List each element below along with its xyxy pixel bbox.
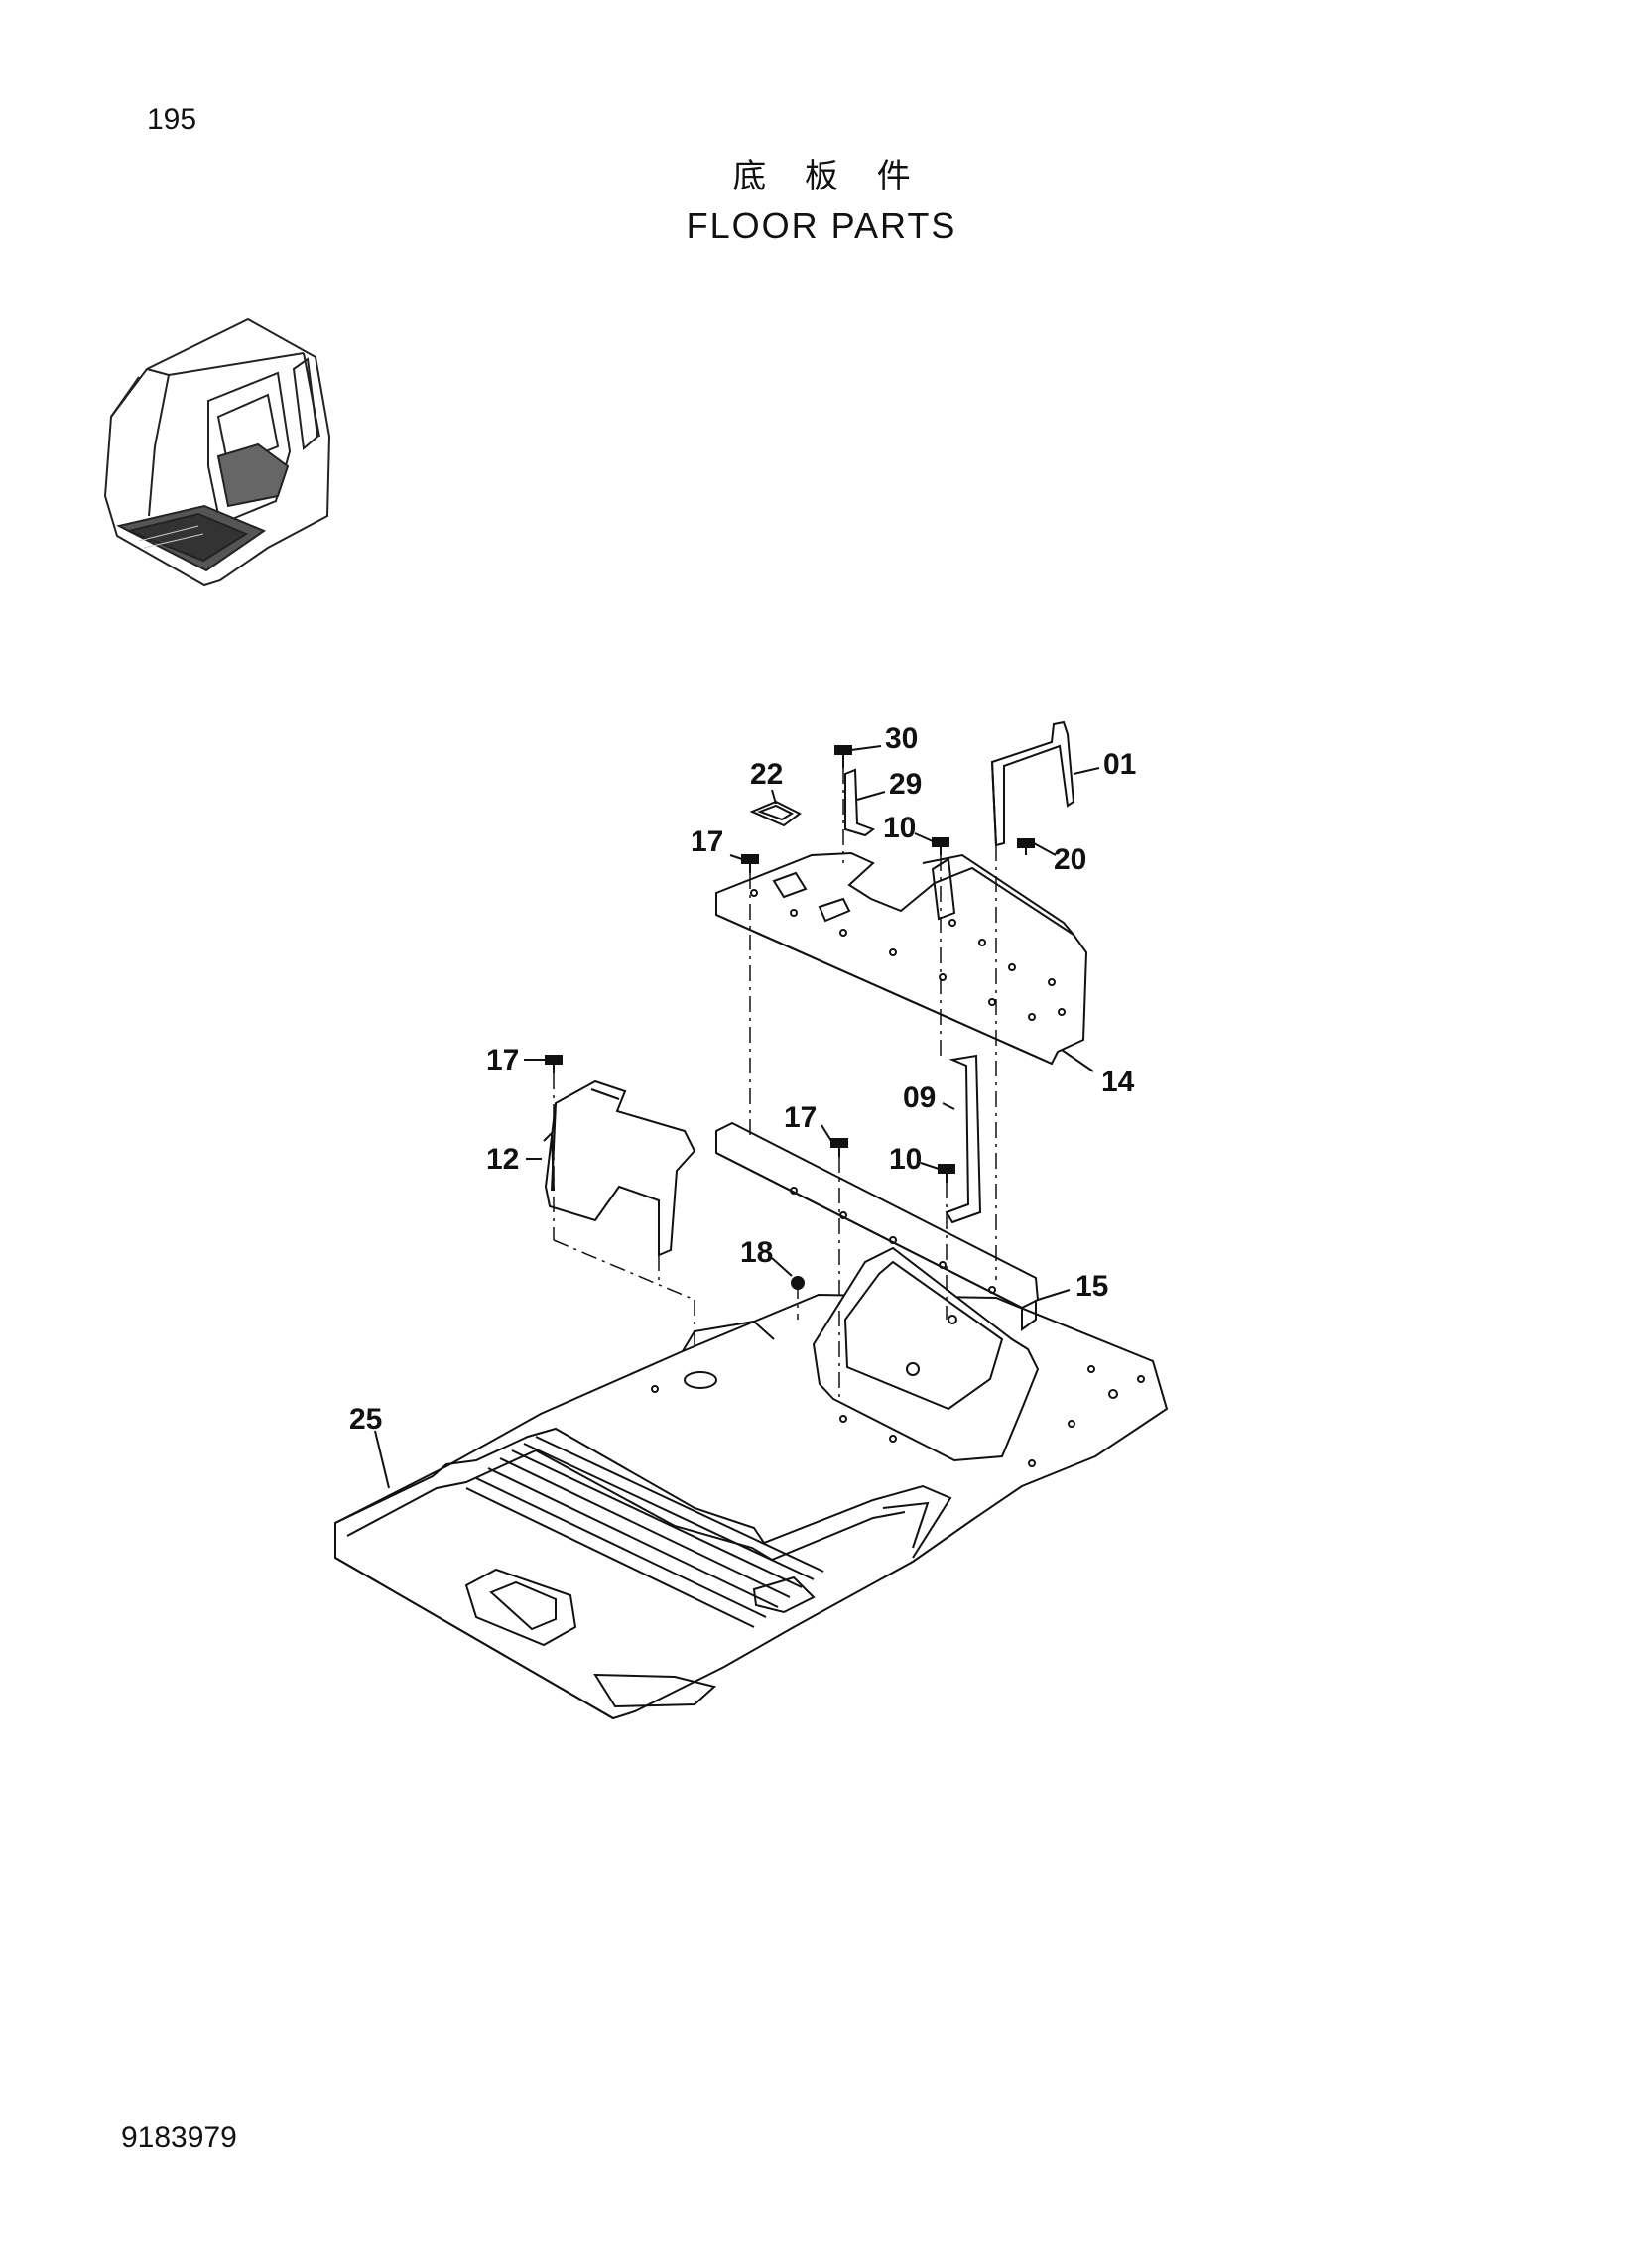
upper-plate-14 <box>715 851 1088 1066</box>
callout-25: 25 <box>349 1403 382 1436</box>
page-title: 底 板 件 FLOOR PARTS <box>0 149 1643 247</box>
callout-10-bottom: 10 <box>889 1143 922 1176</box>
page-number: 195 <box>147 103 197 136</box>
callout-17-top: 17 <box>691 825 723 858</box>
callout-01: 01 <box>1103 748 1136 781</box>
support-09 <box>931 857 982 1224</box>
assembly-lines <box>553 768 997 1399</box>
callout-12: 12 <box>486 1143 519 1176</box>
callout-10-top: 10 <box>883 812 916 844</box>
cover-12 <box>543 1079 696 1257</box>
callout-22: 22 <box>750 758 783 791</box>
callout-20: 20 <box>1054 843 1086 876</box>
grommet-22 <box>749 800 802 827</box>
callout-18: 18 <box>740 1236 773 1269</box>
callout-14: 14 <box>1101 1066 1135 1098</box>
title-english: FLOOR PARTS <box>686 205 957 246</box>
document-number: 9183979 <box>121 2121 237 2154</box>
cab-thumbnail <box>103 317 331 587</box>
bracket-01 <box>990 720 1075 847</box>
callout-15: 15 <box>1075 1270 1108 1303</box>
callouts: 30 01 22 29 17 10 20 14 17 09 12 17 10 1… <box>349 722 1136 1436</box>
callout-30: 30 <box>885 722 918 755</box>
callout-09: 09 <box>903 1081 936 1114</box>
callout-29: 29 <box>889 768 922 801</box>
leader-lines <box>374 745 1100 1489</box>
callout-17-left: 17 <box>486 1044 519 1076</box>
title-chinese: 底 板 件 <box>732 157 925 196</box>
floor-plate-25 <box>334 1293 1169 1720</box>
callout-17-center: 17 <box>784 1101 817 1134</box>
strap-29 <box>844 768 876 837</box>
